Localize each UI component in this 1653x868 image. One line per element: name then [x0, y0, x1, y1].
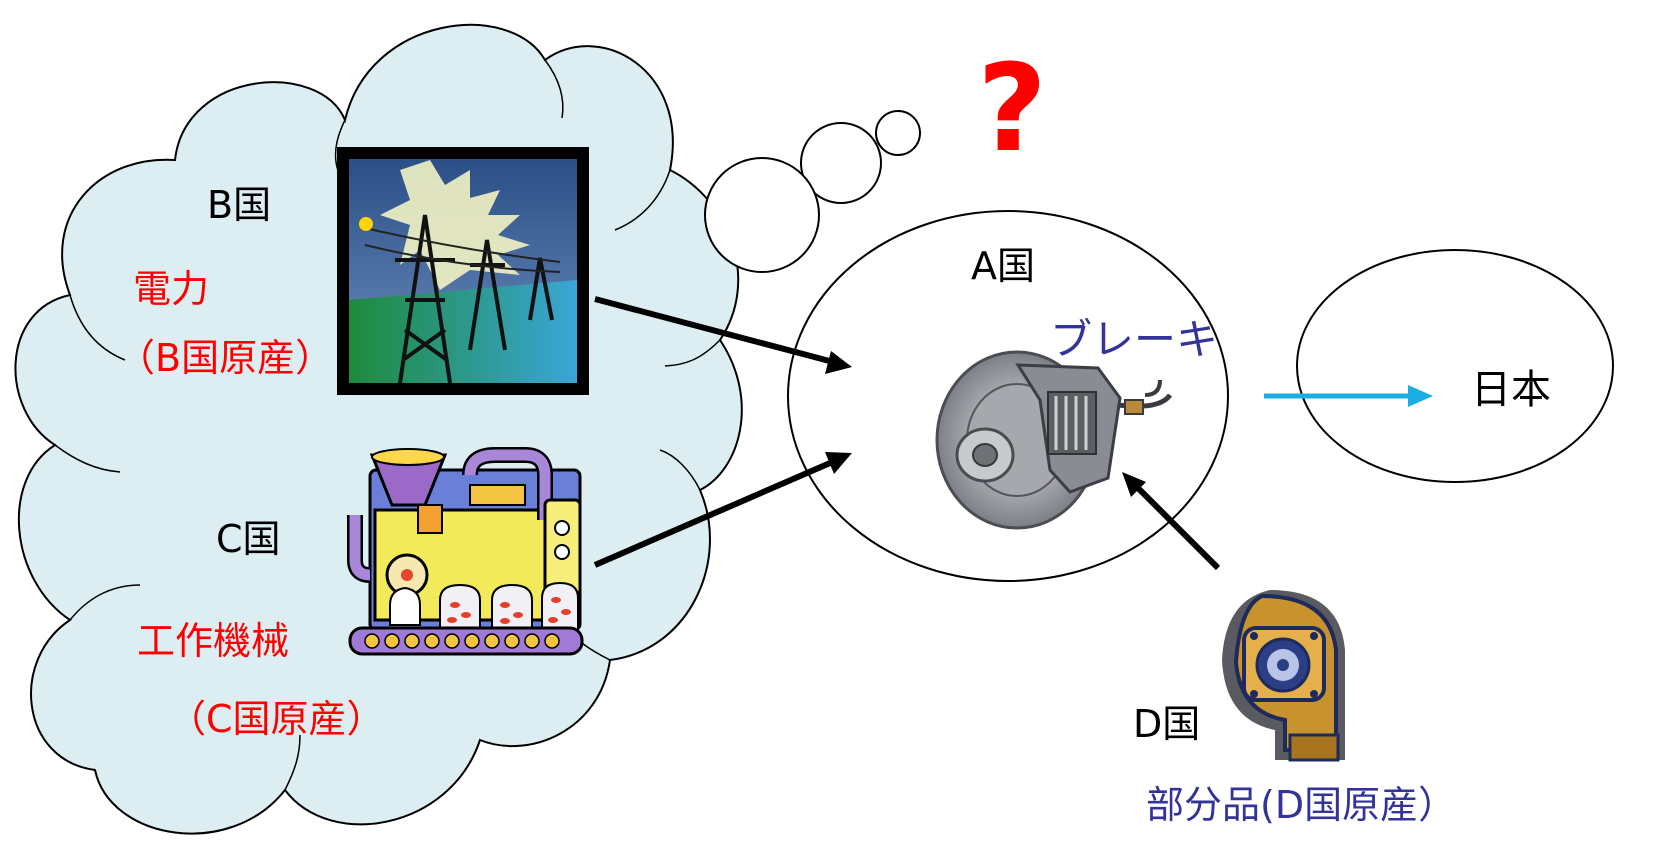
cloud-crease-3	[544, 59, 564, 119]
power-origin-label: （B国原産）	[117, 336, 334, 380]
power-label: 電力	[133, 267, 210, 311]
power-transmission-tower-icon	[337, 147, 589, 395]
thought-bubble-small	[875, 110, 921, 156]
arrow-a-to-japan	[1264, 385, 1433, 407]
cloud-crease-6	[659, 449, 701, 491]
cloud-crease-7	[54, 444, 121, 473]
machine-tool-label: 工作機械	[137, 619, 290, 663]
cloud-crease-4	[614, 169, 671, 231]
cloud-crease-9	[284, 734, 301, 791]
machine-tool-origin-label: （C国原産）	[168, 697, 385, 741]
factory-machine-icon	[347, 447, 584, 656]
question-mark: ?	[977, 40, 1047, 179]
parts-label: 部分品(D国原産）	[1146, 783, 1457, 827]
brake-assembly-icon	[935, 350, 1173, 530]
thought-bubble-medium	[800, 122, 882, 204]
cloud-crease-8	[69, 584, 141, 621]
arrow-power-to-a	[594, 296, 852, 374]
thought-bubble-large	[704, 157, 820, 273]
arrow-parts-to-a	[1122, 472, 1221, 571]
cloud-crease-5	[664, 339, 721, 367]
japan-label: 日本	[1471, 367, 1551, 413]
cloud-crease-1	[69, 294, 126, 361]
country-c-label: C国	[216, 517, 281, 561]
country-b-label: B国	[207, 183, 272, 227]
brake-label: ブレーキ	[1050, 315, 1219, 364]
japan-ellipse	[1296, 249, 1614, 483]
country-d-label: D国	[1133, 702, 1201, 746]
country-a-label: A国	[971, 244, 1035, 288]
arrow-machine-to-a	[593, 452, 852, 568]
turbocharger-part-icon	[1222, 590, 1345, 762]
